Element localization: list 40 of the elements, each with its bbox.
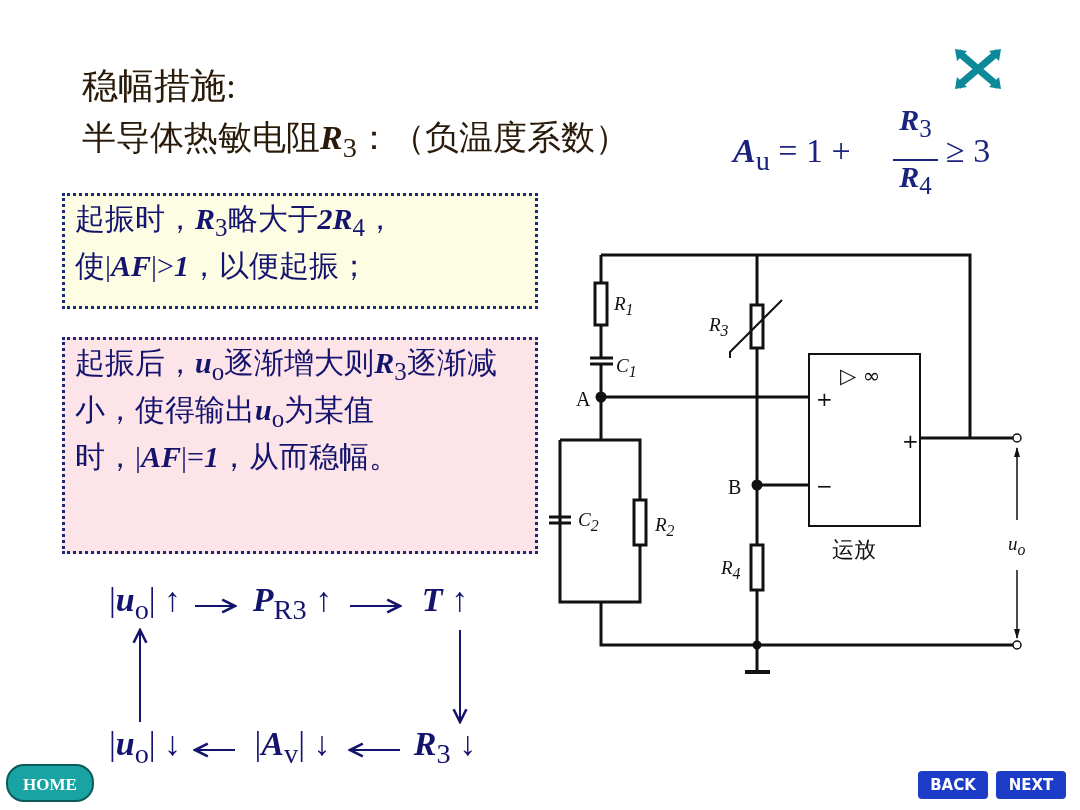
pin-sign: + bbox=[816, 388, 833, 410]
formula-text: A$_{u}$ = 1 + bbox=[733, 132, 851, 177]
component-caption: 运放 bbox=[832, 536, 876, 564]
component-label: R$_{2}$ bbox=[655, 515, 675, 541]
note-box bbox=[62, 337, 538, 554]
arrow bbox=[193, 742, 236, 758]
quantity-label: T ↑ bbox=[400, 578, 490, 630]
op-amp-box bbox=[808, 353, 921, 527]
note-box bbox=[62, 193, 538, 309]
formula-numerator: R$_{3}$ bbox=[898, 103, 933, 143]
arrow bbox=[452, 629, 468, 724]
component-label: C$_{1}$ bbox=[616, 356, 637, 382]
quantity-label: R$_{3}$ ↓ bbox=[400, 722, 490, 774]
node-label: A bbox=[576, 388, 591, 411]
node-label: B bbox=[728, 476, 742, 499]
quantity-label: P$_{R3}$ ↑ bbox=[235, 578, 350, 630]
note-text: 起振后，u$_{o}$逐渐增大则R$_{3}$逐渐减小，使得输出u$_{o}$为某值时，|AF|=1，从而稳幅。 bbox=[75, 345, 498, 475]
component-label: R$_{1}$ bbox=[614, 294, 634, 320]
pin-sign: + bbox=[902, 430, 919, 452]
pin-sign: − bbox=[816, 475, 833, 497]
quantity-label: |A$_{v}$| ↓ bbox=[235, 722, 350, 774]
arrow bbox=[349, 598, 402, 614]
formula-denominator: R$_{4}$ bbox=[898, 160, 933, 200]
symbol-text: ▷ ∞ bbox=[840, 365, 881, 387]
component-label: R$_{3}$ bbox=[709, 315, 729, 341]
quantity-label: |u$_{o}$| ↑ bbox=[95, 578, 195, 630]
subheading: 半导体热敏电阻R$_{3}$：（负温度系数） bbox=[82, 118, 629, 164]
component-label: C$_{2}$ bbox=[578, 510, 599, 536]
arrow bbox=[194, 598, 237, 614]
formula-text: ≥ 3 bbox=[946, 132, 991, 170]
heading: 稳幅措施: bbox=[82, 65, 236, 108]
note-text: 起振时，R$_{3}$略大于2R$_{4}$，使|AF|>1，以便起振； bbox=[75, 201, 397, 284]
back-button: BACK bbox=[918, 771, 988, 799]
home-button: HOME bbox=[6, 764, 94, 802]
arrow bbox=[348, 742, 401, 758]
component-label: R$_{4}$ bbox=[721, 558, 741, 584]
next-button: NEXT bbox=[996, 771, 1066, 799]
voltage-label: u$_{o}$ bbox=[1008, 534, 1026, 560]
quantity-label: |u$_{o}$| ↓ bbox=[95, 722, 195, 774]
arrow bbox=[132, 628, 148, 723]
